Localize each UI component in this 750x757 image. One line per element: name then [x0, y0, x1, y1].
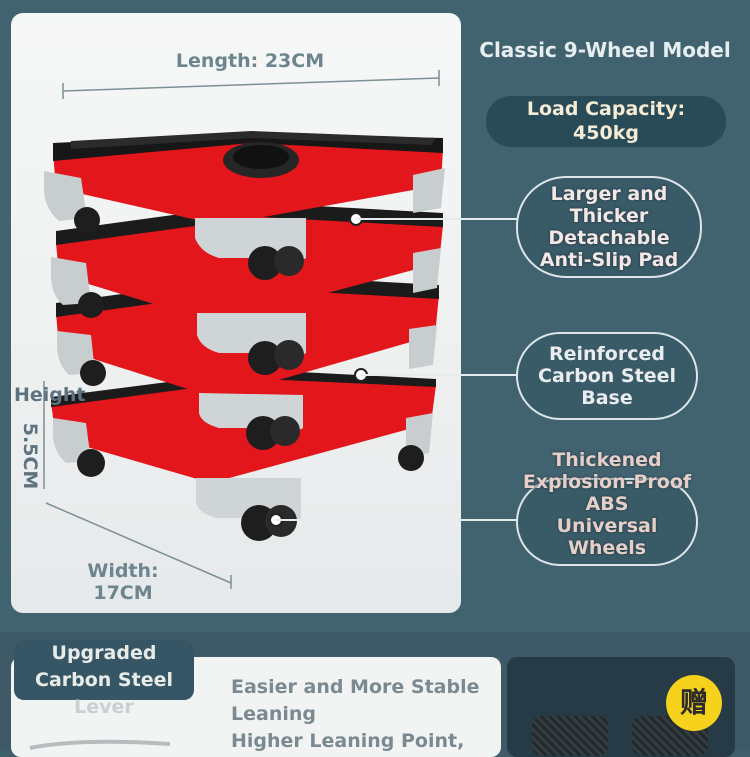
gift-badge-icon: 赠 [666, 675, 722, 731]
load-capacity-badge: Load Capacity: 450kg [486, 96, 726, 147]
width-label-line1: Width: [87, 560, 159, 582]
feature-line: ABS [585, 493, 629, 515]
lever-badge: Upgraded Carbon Steel Lever [14, 640, 194, 718]
callout-line-wheels [276, 519, 518, 521]
height-dimension-value: 5.5CM [19, 422, 41, 490]
stacked-furniture-movers-illustration [43, 70, 445, 589]
lean-line1: Easier and More Stable [231, 676, 480, 698]
callout-line-base [361, 374, 518, 376]
model-title: Classic 9-Wheel Model [479, 38, 731, 62]
feature-line: Explosion-Proof [522, 471, 692, 493]
length-dimension-label: Length: 23CM [175, 50, 325, 72]
feature-anti-slip-pad: Larger and Thicker Detachable Anti-Slip … [516, 176, 702, 278]
lean-line3: Higher Leaning Point, [231, 730, 465, 752]
load-capacity-value: 450kg [573, 122, 639, 144]
height-dimension-label: Height [14, 384, 86, 406]
lever-illustration [29, 739, 171, 750]
feature-carbon-steel-base: Reinforced Carbon Steel Base [516, 332, 698, 420]
callout-line-pad [356, 218, 518, 220]
feature-line: Thickened [552, 449, 662, 471]
feature-line: Wheels [567, 537, 647, 559]
lean-line2: Leaning [231, 703, 316, 725]
feature-line: Larger and [550, 183, 668, 205]
lever-line1: Upgraded [51, 642, 157, 664]
product-photo-card [11, 13, 461, 613]
leaning-description: Easier and More Stable Leaning Higher Le… [231, 674, 501, 755]
feature-abs-wheels: Thickened Explosion-Proof ABS Universal … [516, 449, 698, 566]
lever-line2: Carbon Steel [35, 669, 173, 691]
feature-line: Detachable [548, 227, 670, 249]
feature-line: Anti-Slip Pad [539, 249, 679, 271]
feature-line: Thicker [569, 205, 649, 227]
lever-line3: Lever [74, 696, 134, 718]
feature-line: Universal [556, 515, 658, 537]
feature-line: Base [581, 387, 633, 409]
load-capacity-label: Load Capacity: [526, 98, 686, 120]
width-dimension-label: Width: 17CM [68, 560, 178, 604]
anti-slip-pad-image [532, 716, 608, 756]
feature-line: Reinforced [548, 343, 665, 365]
feature-line: Carbon Steel [538, 365, 676, 387]
width-label-line2: 17CM [93, 582, 153, 604]
